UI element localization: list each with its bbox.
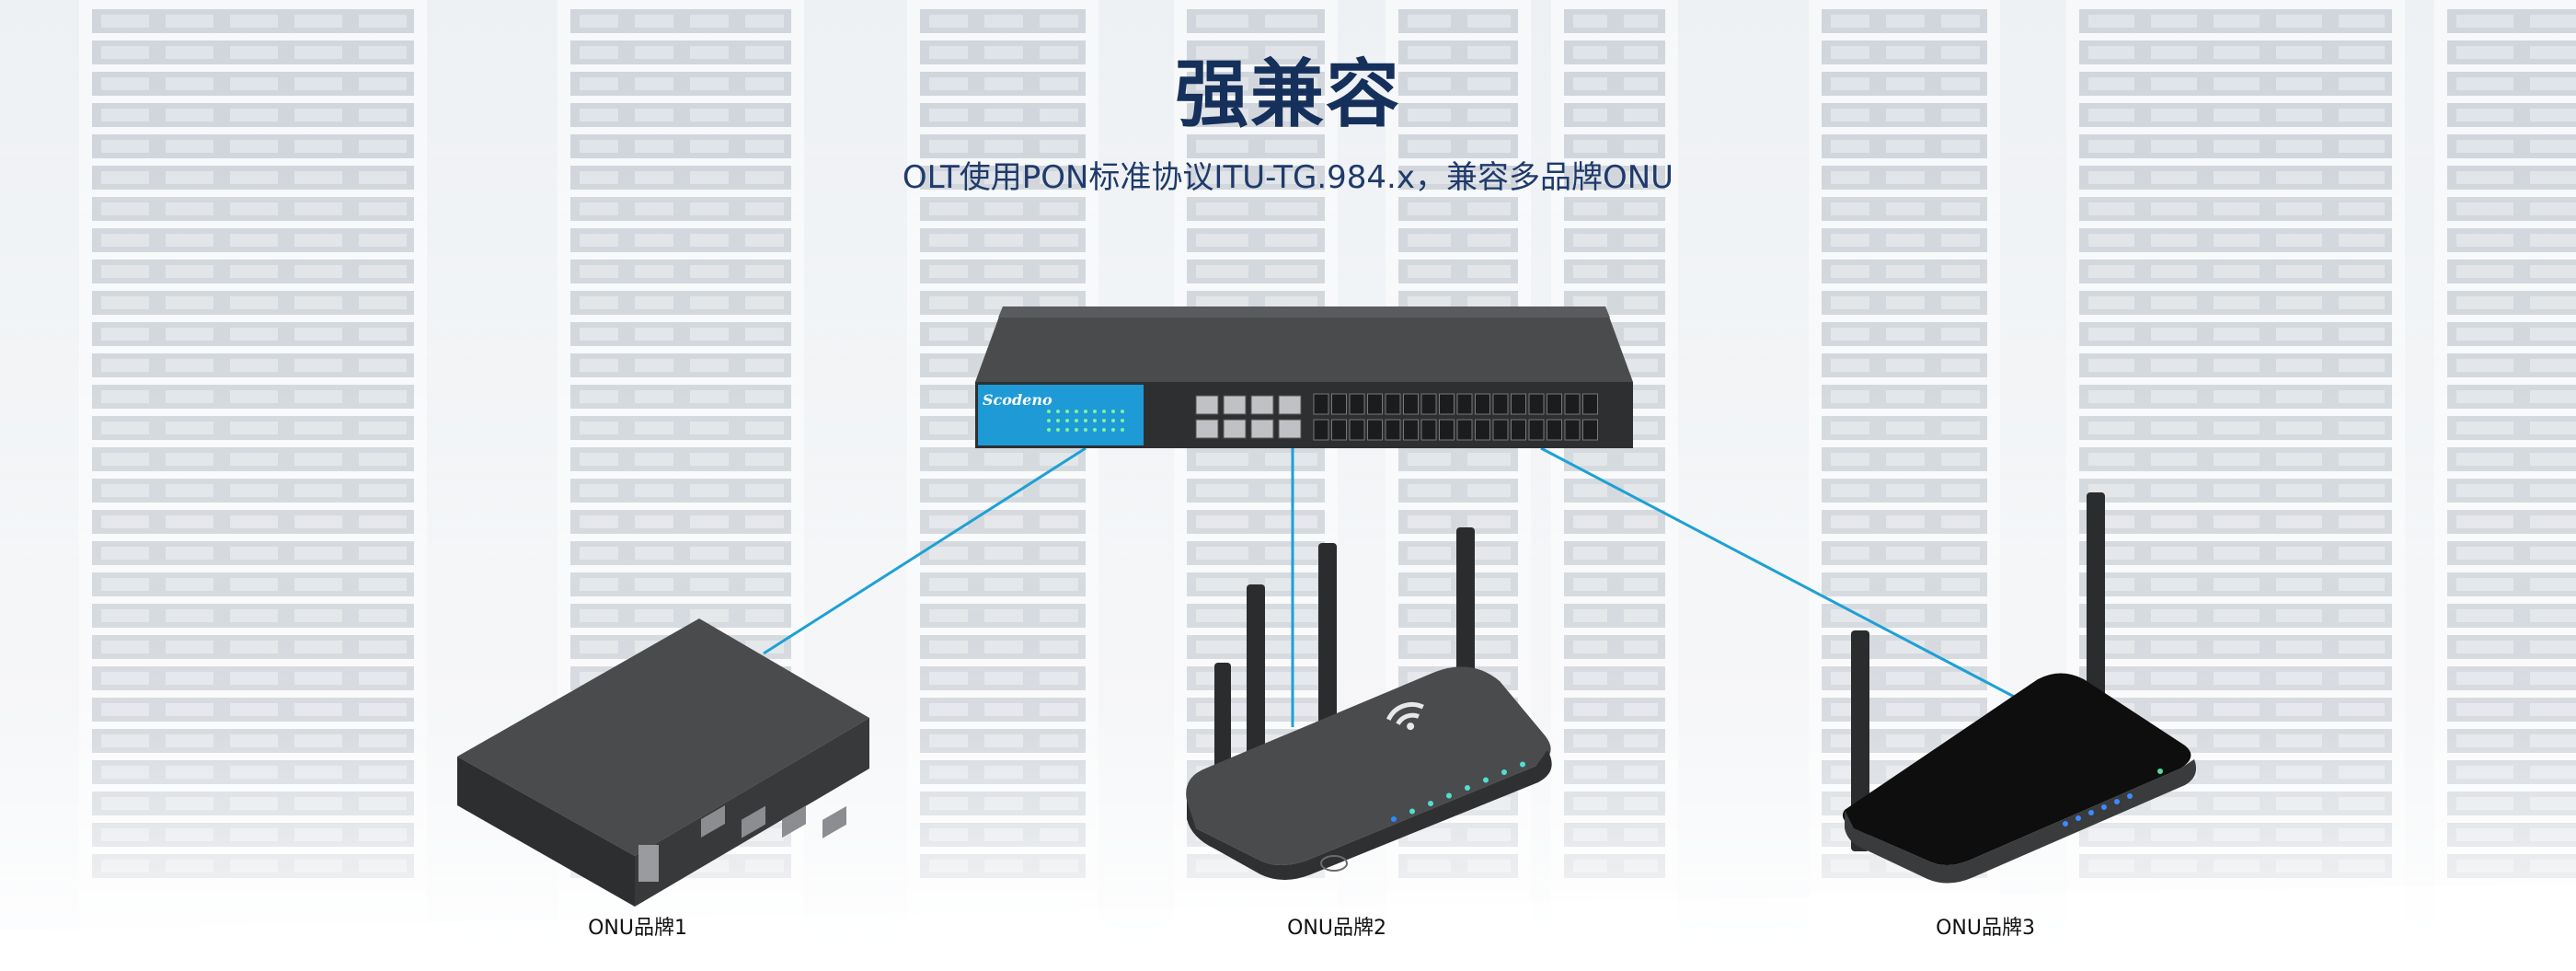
onu-label-1: ONU品牌1 <box>588 917 687 940</box>
olt-switch: Scodeno <box>975 306 1633 448</box>
olt-status-led <box>1111 428 1115 432</box>
olt-sfp-port <box>1528 393 1545 415</box>
onu2-status-led <box>1446 792 1452 799</box>
olt-status-led <box>1075 419 1078 422</box>
olt-sfp-port <box>1564 393 1581 415</box>
olt-status-led <box>1056 419 1060 422</box>
olt-status-led <box>1065 419 1069 422</box>
olt-ethernet-port <box>1223 419 1247 439</box>
onu2-status-led <box>1483 777 1489 783</box>
olt-front-panel <box>978 385 1144 445</box>
olt-sfp-port <box>1331 393 1347 415</box>
olt-sfp-port <box>1511 419 1526 441</box>
olt-sfp-port <box>1456 393 1473 415</box>
olt-status-led <box>1065 428 1069 432</box>
page-subtitle: OLT使用PON标准协议ITU-TG.984.x，兼容多品牌ONU <box>902 159 1674 196</box>
olt-ethernet-port <box>1278 419 1302 439</box>
olt-status-led <box>1065 410 1069 413</box>
olt-sfp-port <box>1420 393 1437 415</box>
olt-ethernet-port <box>1278 395 1302 415</box>
onu-device-1 <box>457 618 869 907</box>
olt-sfp-port <box>1475 393 1490 415</box>
olt-status-led <box>1047 419 1051 422</box>
onu-label-3: ONU品牌3 <box>1936 917 2035 940</box>
olt-sfp-port <box>1456 419 1473 441</box>
olt-sfp-port <box>1367 393 1383 415</box>
olt-sfp-port <box>1475 419 1490 441</box>
olt-status-led <box>1121 410 1124 413</box>
onu1-ethernet-ports <box>701 805 846 838</box>
onu3-power-led <box>2157 769 2163 774</box>
olt-sfp-port <box>1439 419 1455 441</box>
onu-device-2 <box>1186 527 1552 880</box>
link-line-onu3 <box>1540 446 2020 701</box>
onu2-status-led <box>1501 769 1507 775</box>
onu2-status-led <box>1465 785 1470 791</box>
wifi-icon <box>1386 701 1424 731</box>
onu2-status-led <box>1520 761 1525 768</box>
onu3-status-led <box>2076 815 2081 821</box>
page-title: 强兼容 <box>1175 52 1401 137</box>
olt-status-led <box>1075 428 1078 432</box>
olt-status-led <box>1084 428 1087 432</box>
olt-ethernet-port <box>1250 419 1274 439</box>
olt-sfp-port <box>1385 393 1401 415</box>
olt-sfp-port <box>1528 419 1545 441</box>
olt-sfp-port <box>1582 393 1598 415</box>
olt-sfp-port <box>1331 419 1347 441</box>
olt-status-led <box>1093 410 1097 413</box>
onu2-status-led <box>1428 801 1433 806</box>
onu2-status-led <box>1391 816 1397 822</box>
olt-sfp-port <box>1492 393 1509 415</box>
olt-status-led <box>1102 419 1106 422</box>
onu2-status-led <box>1409 808 1415 815</box>
olt-status-led <box>1121 428 1124 432</box>
olt-sfp-port <box>1547 393 1562 415</box>
onu3-status-led <box>2101 804 2107 810</box>
olt-status-led <box>1047 428 1051 432</box>
olt-ethernet-port <box>1195 419 1219 439</box>
olt-sfp-port <box>1403 393 1419 415</box>
olt-status-led <box>1102 410 1106 413</box>
olt-sfp-port <box>1564 419 1581 441</box>
olt-sfp-port <box>1349 419 1365 441</box>
olt-sfp-port <box>1313 419 1329 441</box>
olt-ethernet-port <box>1250 395 1274 415</box>
olt-status-led <box>1111 419 1115 422</box>
olt-sfp-port <box>1385 419 1401 441</box>
olt-status-led <box>1084 410 1087 413</box>
olt-ethernet-port <box>1195 395 1219 415</box>
olt-status-led <box>1102 428 1106 432</box>
olt-status-led <box>1111 410 1115 413</box>
olt-sfp-port <box>1349 393 1365 415</box>
onu-device-3 <box>1842 492 2197 884</box>
olt-brand-logo: Scodeno <box>983 391 1052 409</box>
olt-sfp-port <box>1313 393 1329 415</box>
olt-status-led <box>1056 410 1060 413</box>
olt-status-led <box>1075 410 1078 413</box>
olt-sfp-port <box>1420 419 1437 441</box>
link-line-onu1 <box>763 446 1087 655</box>
onu3-status-led <box>2114 799 2120 804</box>
olt-status-led <box>1093 428 1097 432</box>
onu3-status-led <box>2088 810 2094 815</box>
olt-ethernet-port <box>1223 395 1247 415</box>
onu-label-2: ONU品牌2 <box>1287 917 1386 940</box>
olt-sfp-port <box>1492 419 1509 441</box>
olt-sfp-port <box>1403 419 1419 441</box>
olt-status-led <box>1047 410 1051 413</box>
olt-sfp-port <box>1439 393 1455 415</box>
olt-sfp-port <box>1511 393 1526 415</box>
olt-status-led <box>1093 419 1097 422</box>
olt-sfp-port <box>1547 419 1562 441</box>
olt-sfp-port <box>1582 419 1598 441</box>
olt-status-led <box>1121 419 1124 422</box>
olt-status-led <box>1056 428 1060 432</box>
olt-status-led <box>1084 419 1087 422</box>
onu3-status-led <box>2127 793 2133 799</box>
onu3-status-led <box>2063 821 2068 827</box>
olt-sfp-port <box>1367 419 1383 441</box>
